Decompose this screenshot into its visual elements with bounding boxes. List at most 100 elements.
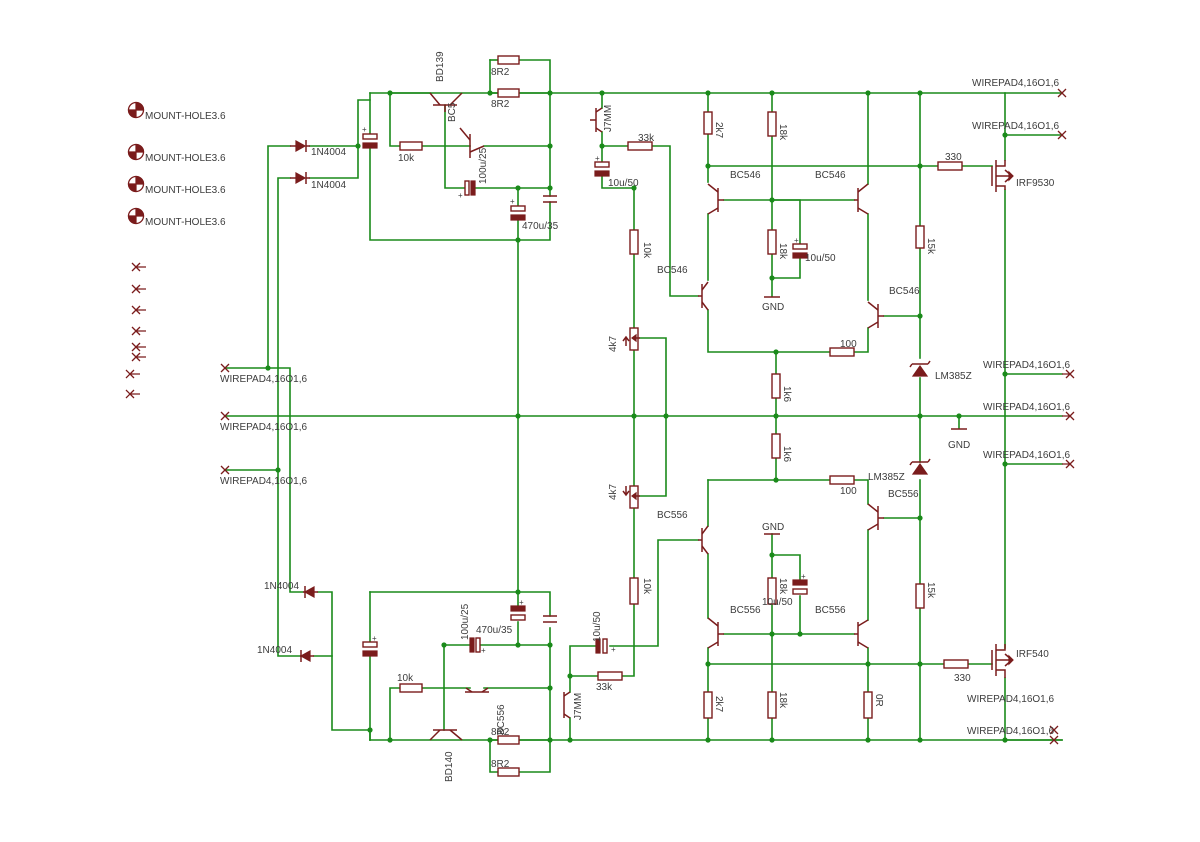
component-labels: 10k 8R2 8R2 BD139 BC5 100u/25 470u/35 10… (397, 51, 1055, 782)
label-33k: 33k (638, 133, 655, 144)
transistor-bc556-source (698, 525, 709, 555)
label-1k6: 1k6 (781, 446, 792, 463)
wirepad-icon (1062, 369, 1075, 379)
label-33k: 33k (596, 682, 613, 693)
label-18k: 18k (777, 124, 788, 141)
pad-cross-icon (131, 326, 146, 336)
references (909, 360, 931, 475)
cap-electrolytic: + (469, 637, 486, 655)
cap-electrolytic: + (792, 572, 808, 595)
pad-cross-icon (131, 305, 146, 315)
label-10k: 10k (397, 673, 414, 684)
transistor-bc556-lower-left (707, 617, 724, 649)
svg-text:+: + (362, 125, 367, 134)
resistor-33k-top (627, 141, 653, 151)
lm385z-bottom (909, 458, 931, 475)
label-4k7: 4k7 (608, 483, 619, 500)
label-100: 100 (840, 339, 857, 350)
transistors (429, 92, 1014, 741)
grounds: GND GND GND (762, 296, 970, 535)
resistor-8r2-d (497, 767, 520, 777)
label-15k: 15k (925, 238, 936, 255)
label-1k6: 1k6 (781, 386, 792, 403)
label-bc556: BC556 (657, 510, 688, 521)
svg-text:+: + (611, 645, 616, 654)
label-100u25: 100u/25 (478, 147, 489, 184)
gnd-label: GND (948, 440, 970, 451)
resistor-15k-top (915, 225, 925, 249)
label-18k: 18k (777, 578, 788, 595)
diode-label: 1N4004 (311, 180, 346, 191)
diode-1n4004 (303, 585, 318, 599)
label-100u25: 100u/25 (460, 603, 471, 640)
wirepad-icon (1049, 725, 1059, 735)
label-bc546: BC546 (657, 265, 688, 276)
diode-label: 1N4004 (264, 581, 299, 592)
mount-hole-icon (127, 101, 145, 119)
svg-text:+: + (801, 572, 806, 581)
transistor-bc556-vas (867, 503, 884, 531)
cap-electrolytic: + (458, 180, 476, 200)
mount-hole-icon (127, 207, 145, 225)
label-bc556: BC556 (815, 605, 846, 616)
capacitors: + + + + + + (362, 125, 808, 657)
resistor-8r2-a (497, 55, 520, 65)
wirepad-label: WIREPAD4,16O1,6 (967, 694, 1055, 705)
mount-hole-icon (127, 175, 145, 193)
label-bc556: BC556 (888, 489, 919, 500)
pad-cross-icon (131, 342, 146, 352)
pad-markers (125, 262, 146, 399)
wirepad-icon (1062, 411, 1075, 421)
label-8r2: 8R2 (491, 67, 510, 78)
label-4k7: 4k7 (608, 335, 619, 352)
label-10u50: 10u/50 (608, 178, 639, 189)
label-j7mm: J7MM (603, 105, 614, 132)
cap-ceramic (543, 195, 557, 203)
diode-label: 1N4004 (311, 147, 346, 158)
label-10k: 10k (641, 578, 652, 595)
pad-cross-icon (131, 352, 146, 362)
mount-hole-label: MOUNT-HOLE3.6 (145, 185, 226, 196)
label-irf540: IRF540 (1016, 649, 1049, 660)
resistor-2k7-top (703, 111, 713, 135)
label-bc556: BC556 (730, 605, 761, 616)
transistor-bd139 (429, 92, 463, 112)
wirepads: WIREPAD4,16O1,6 WIREPAD4,16O1,6 WIREPAD4… (220, 78, 1075, 745)
label-bc556: BC556 (496, 704, 507, 735)
wirepad-label: WIREPAD4,16O1,6 (220, 476, 308, 487)
diode-1n4004 (299, 649, 314, 663)
label-10k: 10k (398, 153, 415, 164)
label-18k: 18k (777, 243, 788, 260)
resistor-100-top (829, 347, 855, 357)
resistor-18k-d (767, 691, 777, 719)
mount-hole-label: MOUNT-HOLE3.6 (145, 153, 226, 164)
label-470u35: 470u/35 (476, 625, 513, 636)
junctions (265, 90, 1008, 743)
trimmer-pot-top (622, 327, 640, 351)
label-2k7: 2k7 (713, 696, 724, 713)
svg-text:+: + (481, 646, 486, 655)
label-bd140: BD140 (444, 751, 455, 782)
diodes: 1N4004 1N4004 1N4004 1N4004 (257, 139, 346, 663)
resistor-1k6-b (771, 433, 781, 459)
jfet-j7mm-bottom (563, 691, 571, 719)
resistor-10k-mid-bottom (629, 577, 639, 605)
gnd-label: GND (762, 522, 784, 533)
label-bc546: BC546 (730, 170, 761, 181)
transistor-bc556-driver (465, 687, 489, 693)
wirepad-icon (220, 465, 230, 475)
wirepad-icon (1049, 735, 1059, 745)
cap-electrolytic: + (595, 638, 616, 654)
wirepad-label: WIREPAD4,16O1,6 (967, 726, 1055, 737)
mount-holes: MOUNT-HOLE3.6 MOUNT-HOLE3.6 MOUNT-HOLE3.… (127, 101, 226, 228)
svg-text:+: + (510, 197, 515, 206)
wirepad-icon (1062, 459, 1075, 469)
resistor-18k-c (767, 577, 777, 605)
mosfet-irf9530 (991, 160, 1014, 192)
cap-electrolytic: + (594, 154, 610, 177)
mount-hole-label: MOUNT-HOLE3.6 (145, 111, 226, 122)
label-bc546: BC546 (889, 286, 920, 297)
transistor-bc556-lower-right (854, 619, 869, 649)
wirepad-label: WIREPAD4,16O1,6 (220, 374, 308, 385)
wirepad-label: WIREPAD4,16O1,6 (220, 422, 308, 433)
